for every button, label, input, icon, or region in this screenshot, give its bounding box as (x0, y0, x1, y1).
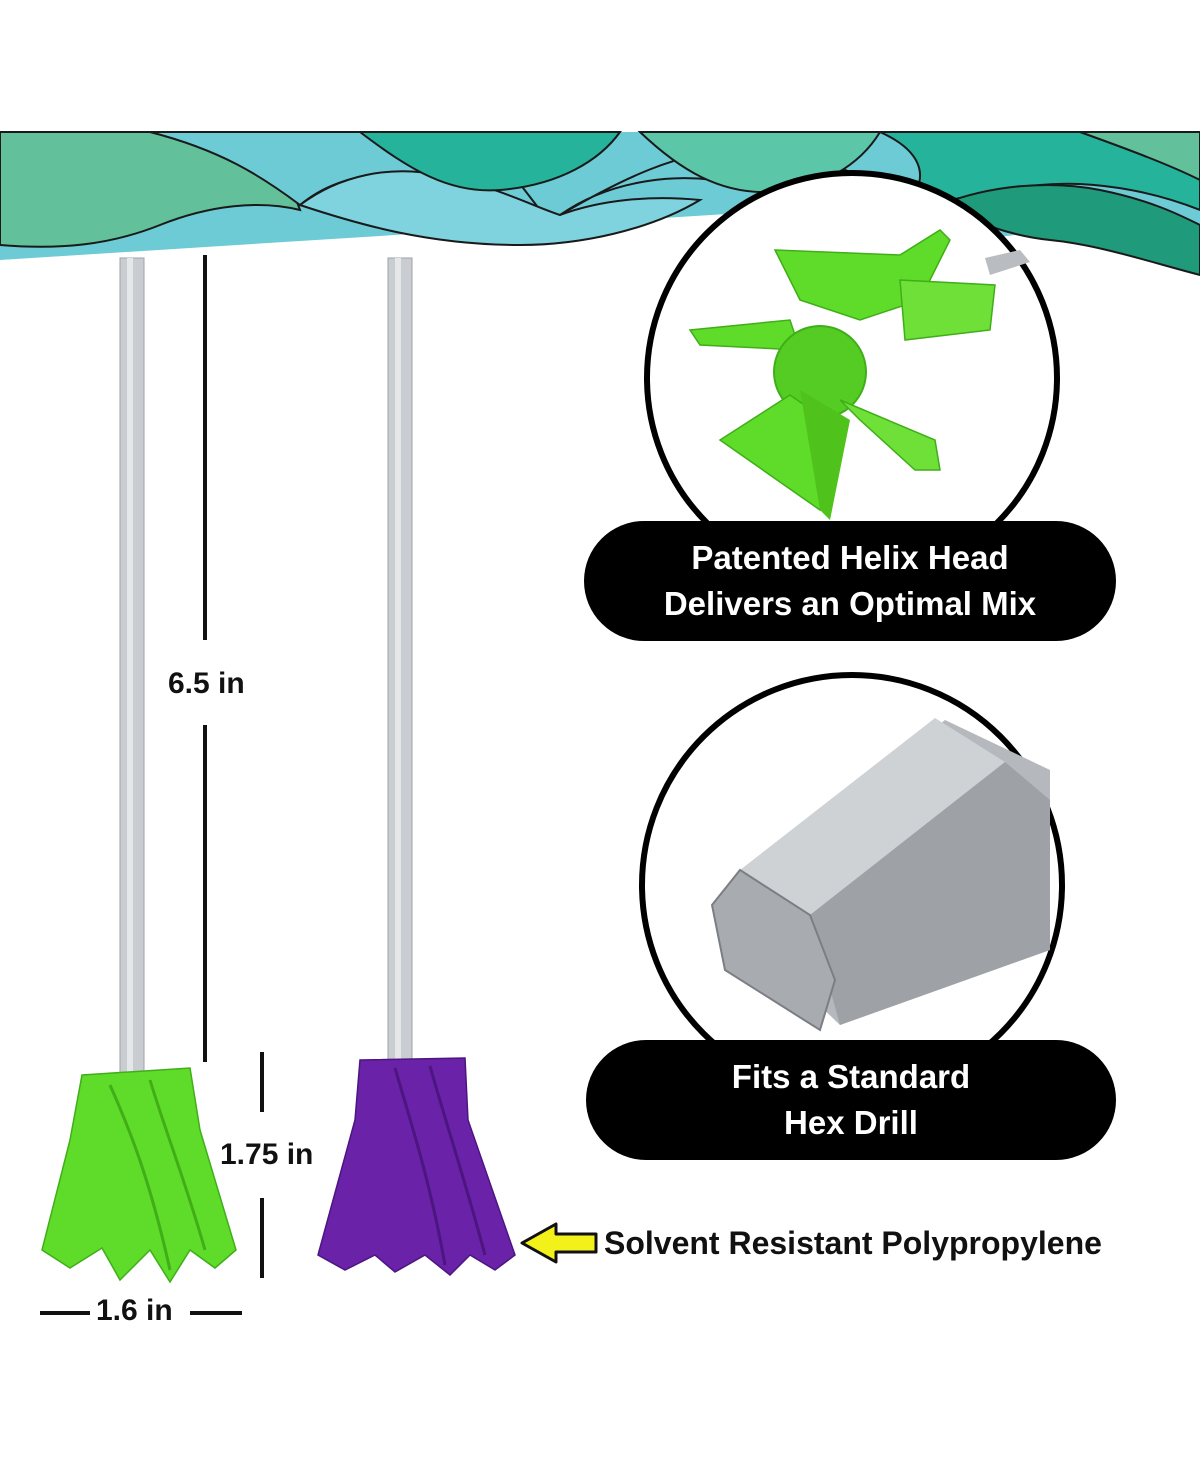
purple-mixer (317, 257, 516, 1277)
hex-feature-line2: Hex Drill (784, 1104, 918, 1141)
hex-detail-circle (639, 672, 1065, 1098)
green-mixer (41, 257, 237, 1284)
material-callout: Solvent Resistant Polypropylene (604, 1225, 1102, 1261)
hex-feature-pill: Fits a Standard Hex Drill (586, 1040, 1116, 1160)
left-arrow-icon (520, 1222, 598, 1264)
head-width-label: 1.6 in (96, 1294, 173, 1327)
green-head (41, 1067, 237, 1284)
hex-feature-line1: Fits a Standard (731, 1058, 971, 1095)
purple-head (317, 1057, 516, 1277)
helix-feature-pill: Patented Helix Head Delivers an Optimal … (584, 521, 1116, 641)
helix-feature-line1: Patented Helix Head (691, 539, 1009, 576)
length-label: 6.5 in (168, 667, 245, 700)
helix-feature-line2: Delivers an Optimal Mix (663, 585, 1037, 622)
head-height-label: 1.75 in (220, 1138, 314, 1171)
